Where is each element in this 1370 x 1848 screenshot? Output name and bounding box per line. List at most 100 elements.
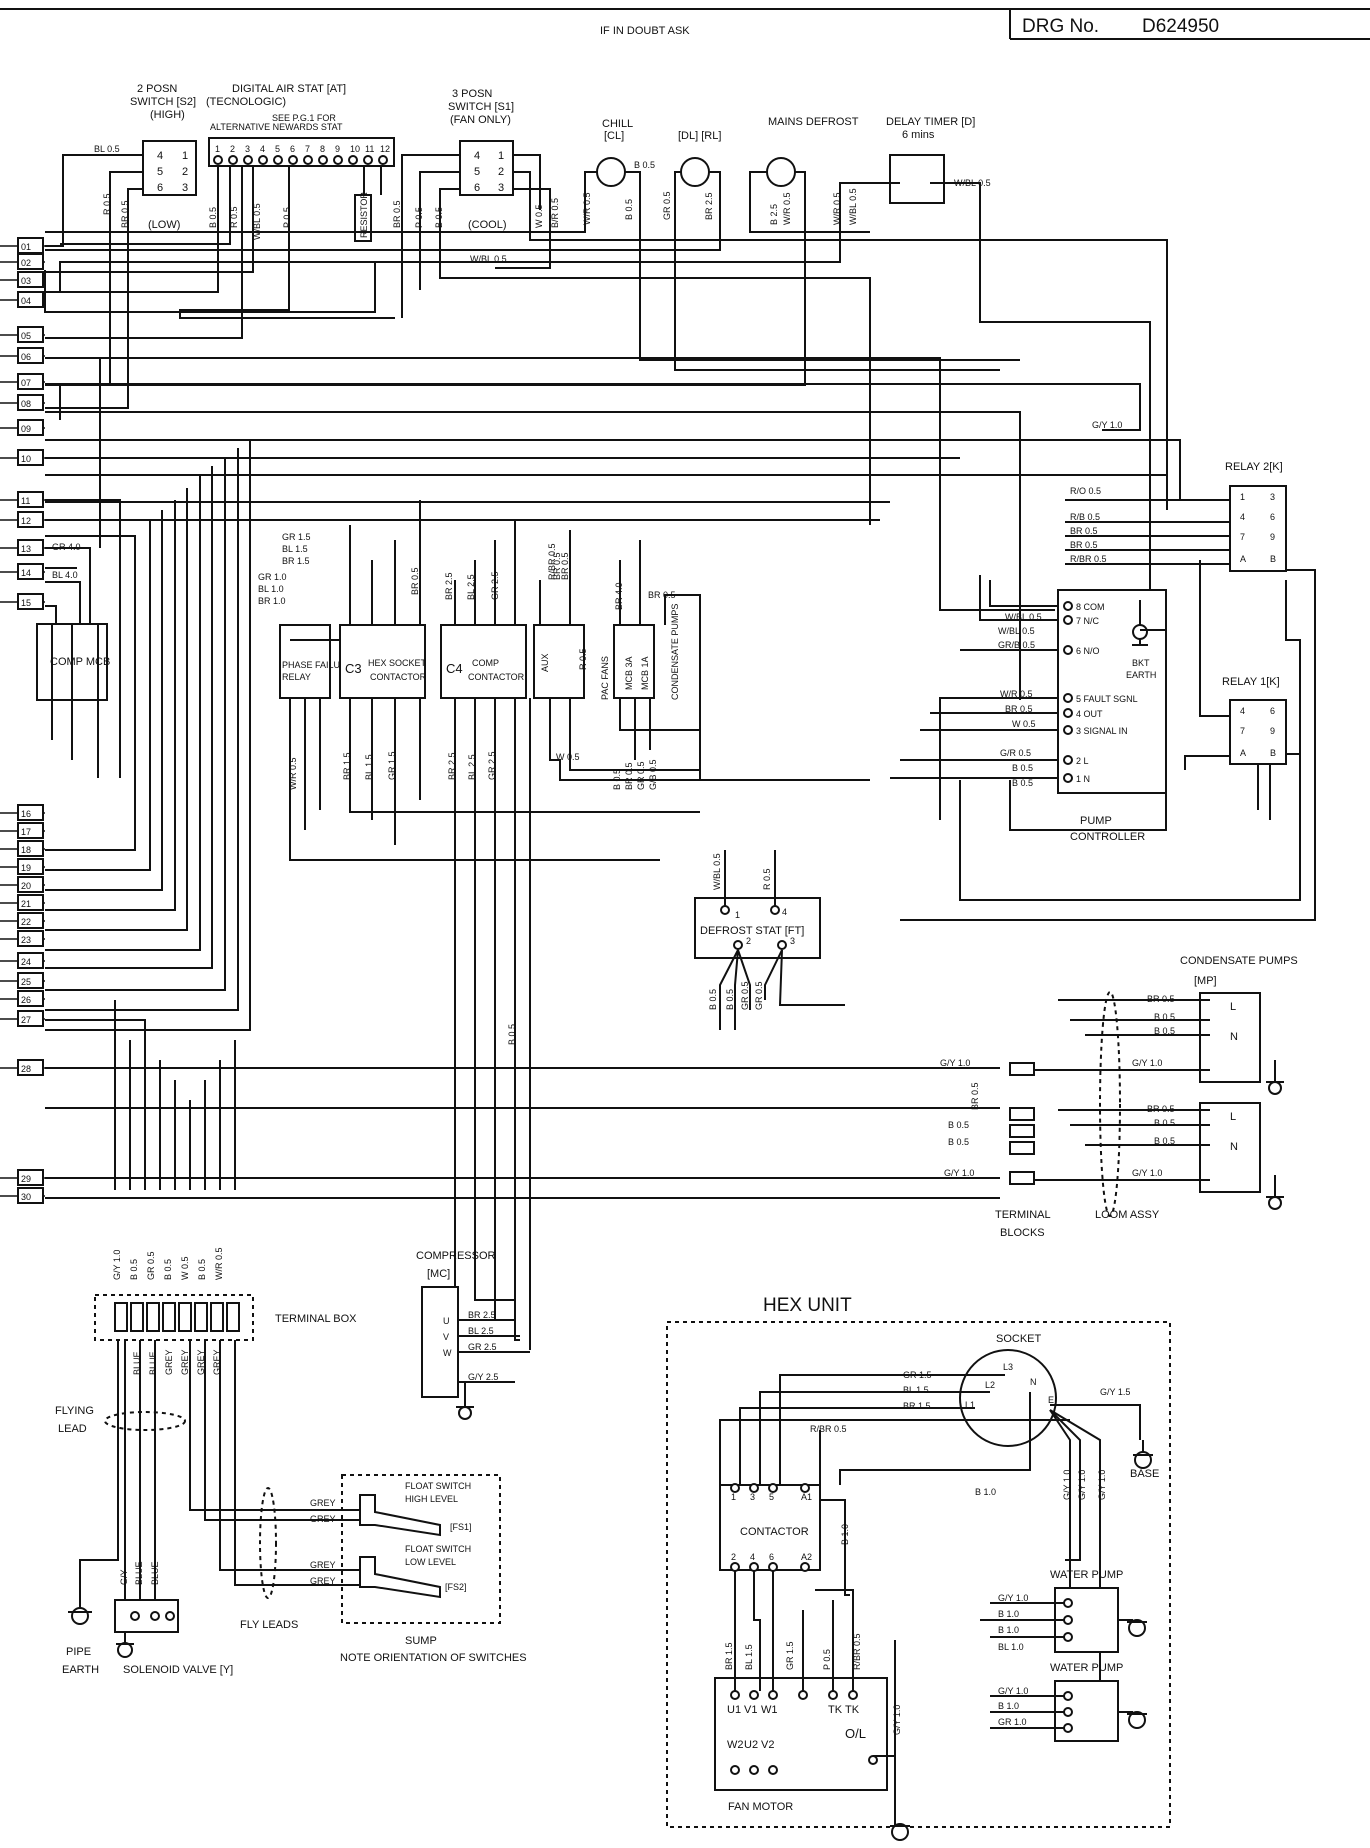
defrost-pin: 3 bbox=[790, 936, 795, 946]
relay-pin: A bbox=[1240, 748, 1246, 758]
terminal-box-08 bbox=[17, 394, 44, 411]
at-pin: 6 bbox=[290, 144, 295, 154]
c3-id: C3 bbox=[345, 661, 362, 676]
at-terminal bbox=[333, 155, 343, 165]
pc-pin-label: 3 SIGNAL IN bbox=[1076, 726, 1128, 736]
wire-label: BL 2.5 bbox=[466, 574, 476, 600]
pc-terminal bbox=[1063, 755, 1073, 765]
wire-label: BL 1.5 bbox=[744, 1644, 754, 1670]
wire-label: B 0.5 bbox=[163, 1259, 173, 1280]
delay-timer-time: 6 mins bbox=[902, 129, 935, 141]
relay-pin: 3 bbox=[1270, 492, 1275, 502]
wire-label: GREY bbox=[180, 1349, 190, 1375]
terminal-box-13 bbox=[17, 539, 44, 556]
wire-label: B 1.0 bbox=[840, 1524, 850, 1545]
terminal-label: 08 bbox=[21, 399, 31, 409]
s2-label-2: SWITCH [S2] bbox=[130, 96, 196, 108]
motor-pin: TK bbox=[828, 1704, 843, 1716]
terminal-box-25 bbox=[17, 972, 44, 989]
terminal-cell bbox=[178, 1302, 192, 1332]
hex-contactor-pin: 1 bbox=[731, 1492, 736, 1502]
drg-number: D624950 bbox=[1142, 16, 1219, 37]
terminal-cell bbox=[226, 1302, 240, 1332]
mains-defrost-lamp-icon bbox=[766, 157, 796, 187]
terminal-box-23 bbox=[17, 930, 44, 947]
wire-label: GR 1.5 bbox=[903, 1370, 932, 1380]
relay-2: RELAY 2[K] 1 3 4 6 7 9 A B R/O 0.5 R/B 0… bbox=[1065, 461, 1287, 572]
wire-label: B 1.0 bbox=[998, 1625, 1019, 1635]
wire-label: BL 1.0 bbox=[258, 584, 284, 594]
loom-assy: LOOM ASSY bbox=[1095, 991, 1160, 1221]
terminal-label: 04 bbox=[21, 296, 31, 306]
earth-icon bbox=[1132, 600, 1148, 646]
wire-label: BR 1.5 bbox=[903, 1401, 931, 1411]
motor-pin: W2 bbox=[727, 1739, 744, 1751]
dl-lamp-icon bbox=[680, 157, 710, 187]
sump-note: NOTE ORIENTATION OF SWITCHES bbox=[340, 1652, 527, 1664]
defrost-terminal-1 bbox=[720, 905, 730, 915]
wire-label: BR 2.5 bbox=[447, 752, 457, 780]
terminal-box-11 bbox=[17, 491, 44, 508]
bus-wiring bbox=[45, 357, 1181, 1199]
terminal-box-09 bbox=[17, 419, 44, 436]
wire-label: R/BR 0.5 bbox=[547, 543, 557, 580]
wire-label: GR 2.5 bbox=[487, 751, 497, 780]
loom-label: LOOM ASSY bbox=[1095, 1209, 1160, 1221]
wire-label: B 0.5 bbox=[948, 1137, 969, 1147]
terminal-box-07 bbox=[17, 373, 44, 390]
wire-label: W/BL 0.5 bbox=[712, 853, 722, 890]
wire-label: W 0.5 bbox=[1012, 719, 1036, 729]
pc-pin-label: 8 COM bbox=[1076, 602, 1105, 612]
terminal-cell bbox=[130, 1302, 144, 1332]
fan-motor-label: FAN MOTOR bbox=[728, 1801, 793, 1813]
terminal-label: 06 bbox=[21, 352, 31, 362]
s1-pin: 4 bbox=[474, 150, 480, 162]
wire-label: B/R 0.5 bbox=[550, 198, 560, 228]
at-pin: 2 bbox=[230, 144, 235, 154]
sump-label: SUMP bbox=[405, 1635, 437, 1647]
wire-label: BLUE bbox=[148, 1351, 158, 1375]
wire-label: BR 0.5 bbox=[560, 552, 570, 580]
s2-pin: 5 bbox=[157, 166, 163, 178]
earth-icon bbox=[1133, 1440, 1153, 1469]
wire-label: G/R 0.5 bbox=[1000, 748, 1031, 758]
wire-label: BR 0.5 bbox=[1147, 1104, 1175, 1114]
wire-label: G/Y bbox=[119, 1569, 129, 1585]
earth-icon bbox=[116, 1632, 134, 1658]
tb-sublabel: BLOCKS bbox=[1000, 1227, 1045, 1239]
wire-label: BR 0.5 bbox=[1147, 994, 1175, 1004]
wire-label: P 0.5 bbox=[822, 1649, 832, 1670]
cp-pin: N bbox=[1230, 1031, 1238, 1043]
terminal-label: 15 bbox=[21, 598, 31, 608]
terminal-cell bbox=[146, 1302, 160, 1332]
wire-label: G/Y 1.5 bbox=[1100, 1387, 1130, 1397]
terminal-label: 07 bbox=[21, 378, 31, 388]
aux-label: AUX bbox=[540, 653, 550, 672]
comp-mcb-label: COMP MCB bbox=[50, 656, 110, 668]
wire-label: BR 0.5 bbox=[120, 200, 130, 228]
wire-label: BL 1.5 bbox=[903, 1385, 929, 1395]
wire-label: BR 0.5 bbox=[1070, 540, 1098, 550]
wire-label: GR 1.0 bbox=[998, 1717, 1027, 1727]
terminal-label: 27 bbox=[21, 1015, 31, 1025]
pc-terminal bbox=[1063, 725, 1073, 735]
pc-pin-label: 2 L bbox=[1076, 756, 1089, 766]
dl-rl-label: [DL] [RL] bbox=[678, 130, 721, 142]
drg-label: DRG No. bbox=[1022, 16, 1099, 37]
wire-label: B 0.5 bbox=[634, 160, 655, 170]
wire-label: BR 1.5 bbox=[724, 1642, 734, 1670]
terminal-box-19 bbox=[17, 858, 44, 875]
terminal-label: 18 bbox=[21, 845, 31, 855]
pc-pin-label: 5 FAULT SGNL bbox=[1076, 694, 1138, 704]
wire-label: W/R 0.5 bbox=[782, 192, 792, 225]
hex-contactor-label: CONTACTOR bbox=[740, 1526, 809, 1538]
wire-label: GR 4.0 bbox=[52, 542, 81, 552]
tb-label: TERMINAL bbox=[995, 1209, 1051, 1221]
delay-timer: DELAY TIMER [D] 6 mins W/BL 0.5 bbox=[886, 116, 991, 204]
at-note-2: ALTERNATIVE NEWARDS STAT bbox=[210, 122, 343, 132]
wire-label: B 0.5 bbox=[725, 989, 735, 1010]
wire-label: B 2.5 bbox=[769, 204, 779, 225]
terminal-box-22 bbox=[17, 912, 44, 929]
